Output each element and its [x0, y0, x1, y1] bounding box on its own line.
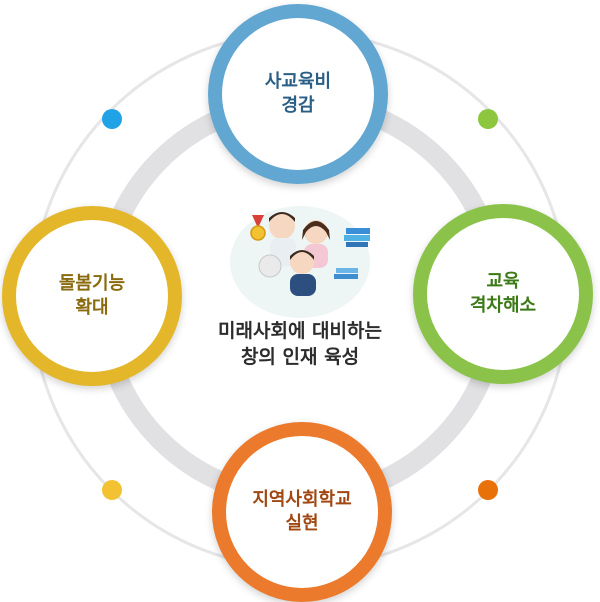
- book-shape: [346, 242, 368, 247]
- center-caption: 미래사회에 대비하는 창의 인재 육성: [190, 318, 410, 370]
- child-face: [290, 250, 314, 274]
- book-shape: [344, 235, 370, 241]
- node-label-line2: 경감: [281, 95, 315, 116]
- medal-icon: [250, 225, 266, 241]
- node-label-line2: 격차해소: [469, 295, 537, 316]
- child-hair: [290, 250, 314, 260]
- book-shape: [346, 228, 370, 234]
- node-private-education-cost: 사교육비 경감: [208, 4, 388, 184]
- node-label-line1: 돌봄기능: [58, 273, 126, 294]
- ribbon-shape: [252, 215, 264, 228]
- dot-top-right: [478, 109, 498, 129]
- dot-top-left: [102, 109, 122, 129]
- book-shape: [336, 268, 358, 273]
- child-hair: [302, 221, 330, 240]
- dot-bottom-left: [102, 480, 122, 500]
- book-shape: [334, 274, 358, 279]
- node-label-line2: 실현: [285, 513, 319, 534]
- node-label-line2: 확대: [75, 297, 109, 318]
- node-education-gap: 교육 격차해소: [413, 204, 593, 384]
- center-caption-line2: 창의 인재 육성: [240, 346, 360, 368]
- node-community-school: 지역사회학교 실현: [212, 422, 392, 602]
- child-body: [290, 274, 316, 296]
- node-care-function: 돌봄기능 확대: [2, 206, 182, 386]
- child-hair: [269, 212, 295, 222]
- node-label-line1: 교육: [486, 271, 520, 292]
- center-caption-line1: 미래사회에 대비하는: [218, 320, 382, 342]
- ball-icon: [258, 254, 282, 278]
- dot-bottom-right: [478, 480, 498, 500]
- child-face: [269, 213, 295, 239]
- node-label-line1: 사교육비: [264, 71, 332, 92]
- children-illustration: [230, 206, 370, 318]
- node-label-line1: 지역사회학교: [252, 489, 352, 510]
